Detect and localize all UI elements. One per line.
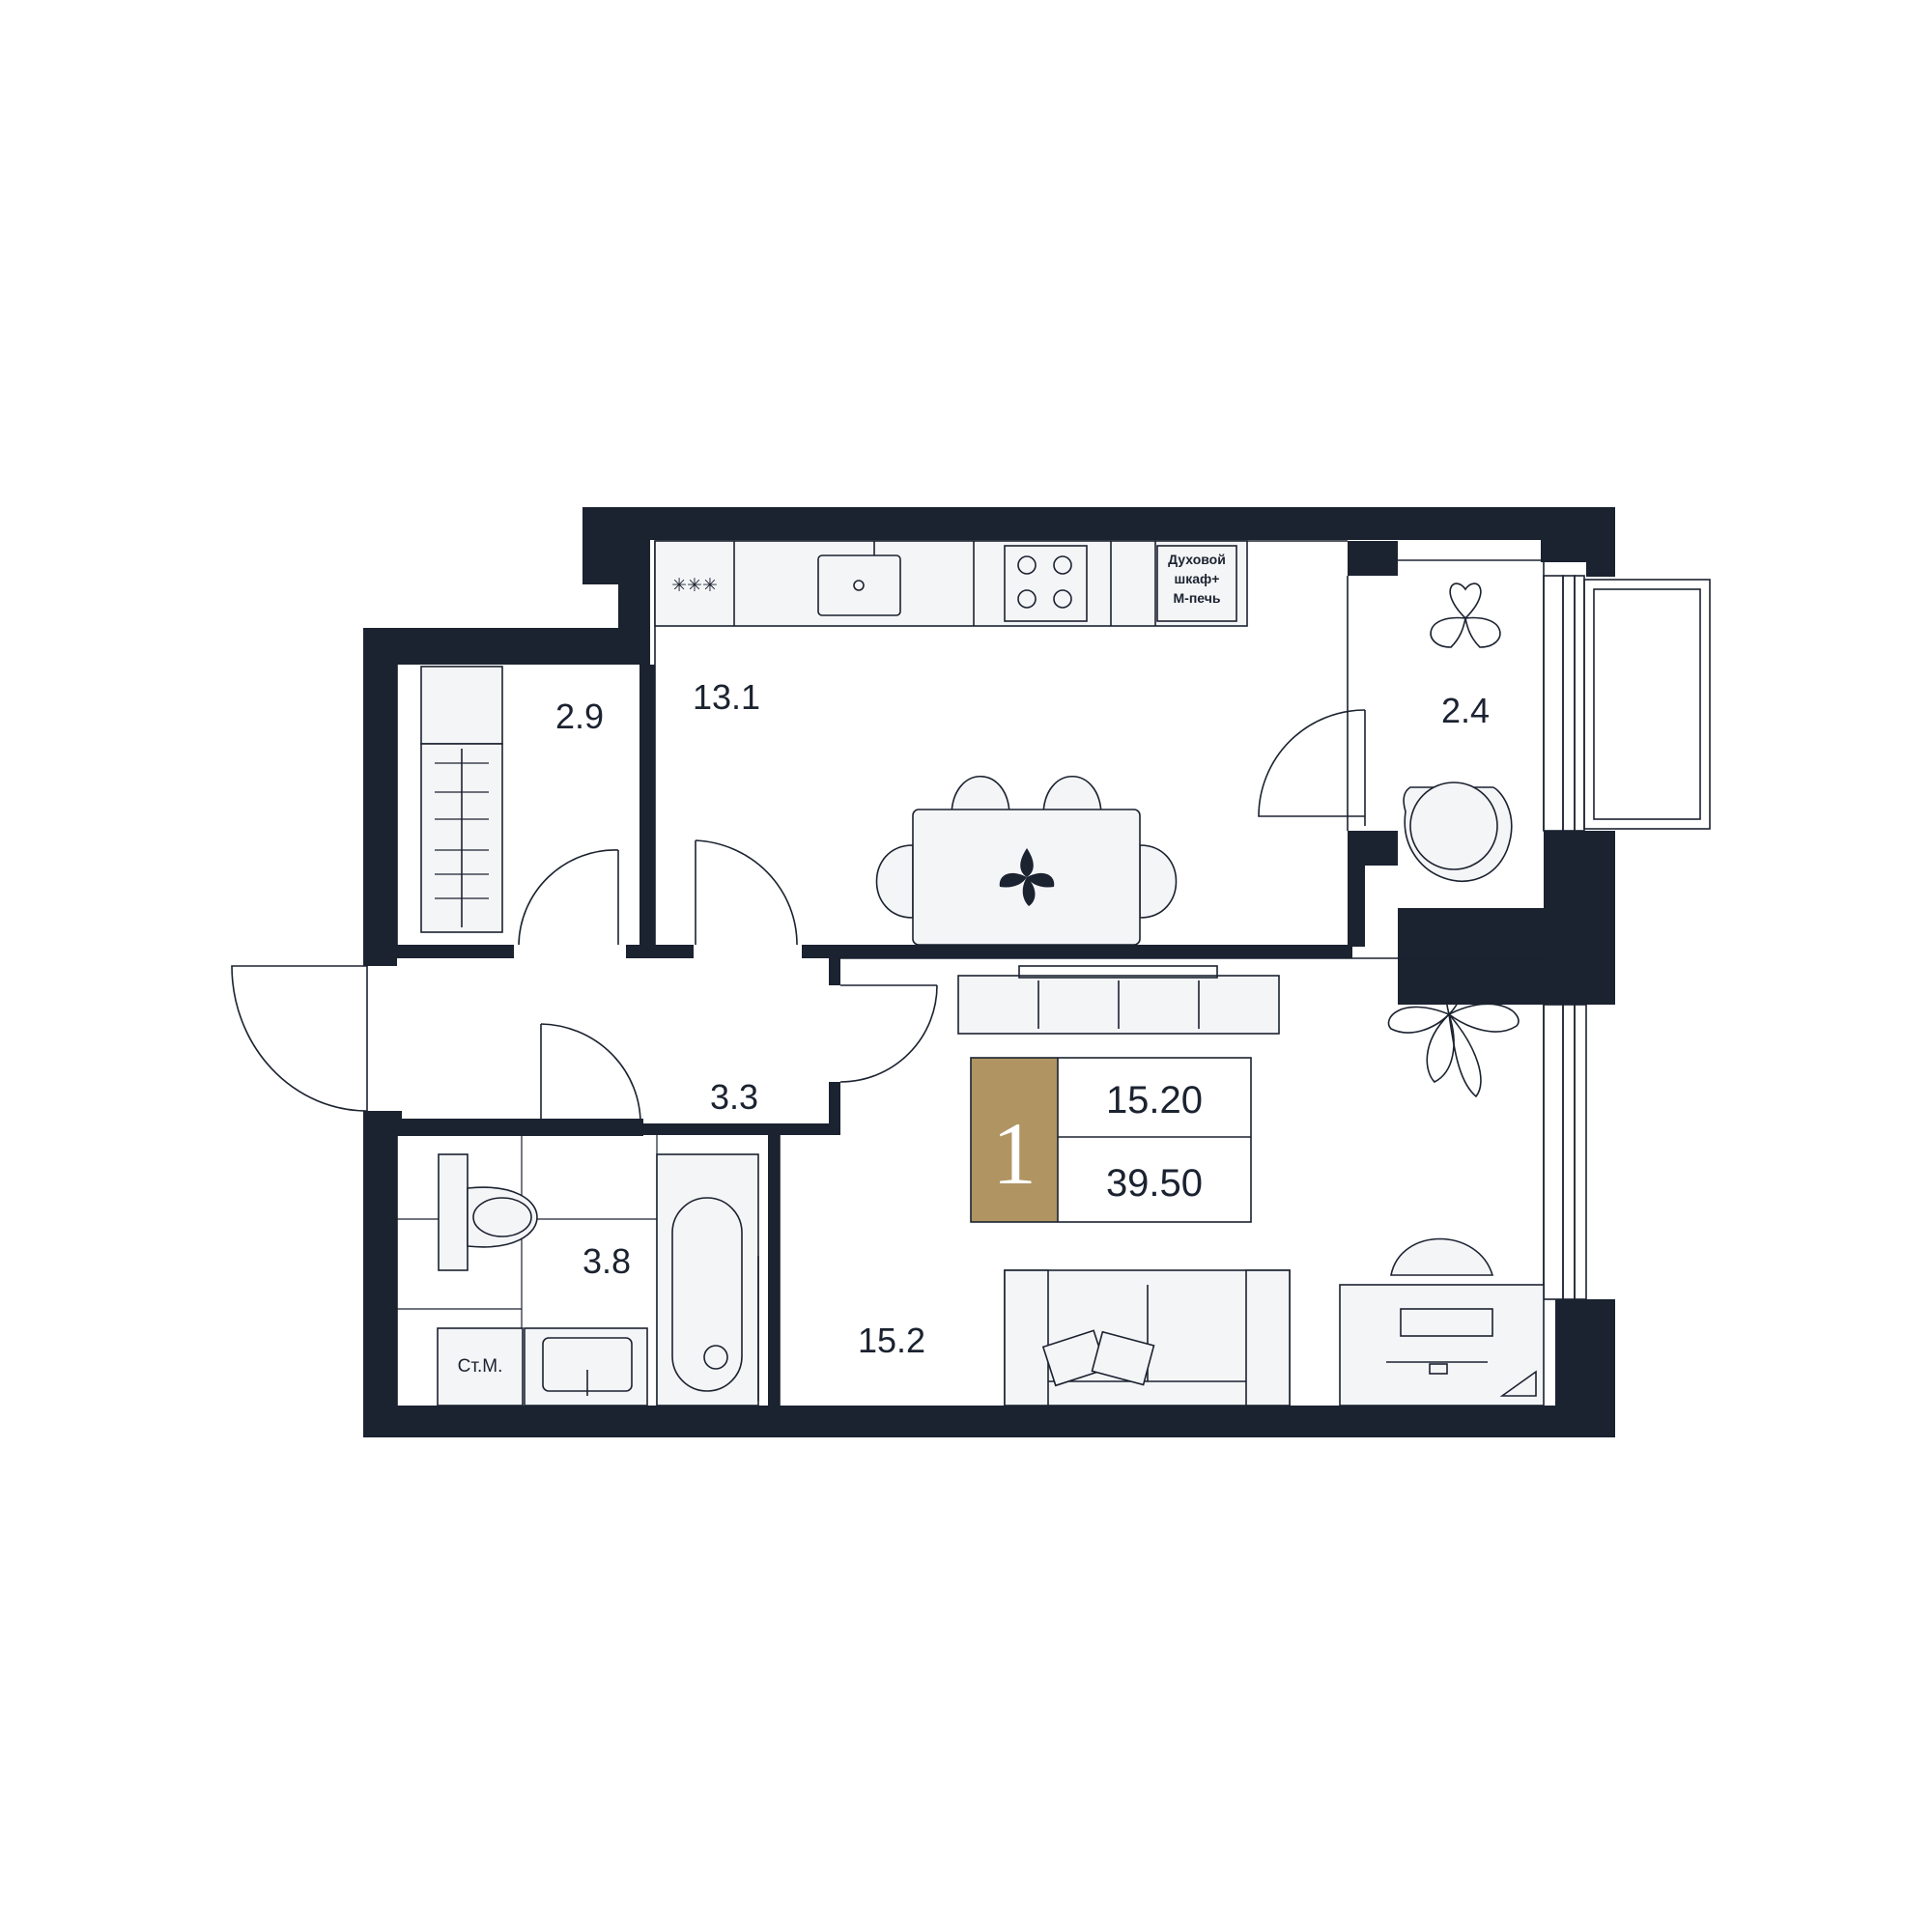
doors <box>231 709 1366 1124</box>
living-plant-icon <box>1387 960 1520 1098</box>
tv-unit <box>957 965 1280 1035</box>
exterior-walls <box>363 507 1615 1437</box>
balcony-plant-icon <box>1430 582 1501 648</box>
desk <box>1339 1237 1545 1406</box>
room-area-hallway: 3.3 <box>710 1077 758 1117</box>
room-area-kitchen: 13.1 <box>693 677 760 717</box>
wardrobe <box>420 666 503 933</box>
washing-machine-label: Ст.М. <box>458 1356 503 1377</box>
oven-label-1: Духовой <box>1168 552 1226 567</box>
rooms-count: 1 <box>992 1104 1037 1203</box>
apartment-summary <box>970 1057 1252 1223</box>
room-area-storage: 2.9 <box>555 696 604 736</box>
sofa <box>1004 1269 1291 1406</box>
toilet <box>438 1153 538 1271</box>
washing-machine <box>437 1327 524 1406</box>
plant-icon <box>999 848 1055 906</box>
kitchen-counter <box>654 540 1248 627</box>
washbasin <box>524 1327 648 1406</box>
total-area: 39.50 <box>1106 1162 1203 1205</box>
room-area-balcony: 2.4 <box>1441 691 1490 730</box>
fridge-symbol: ✳✳✳ <box>671 576 718 596</box>
oven-label-2: шкаф+ <box>1175 571 1220 586</box>
balcony-armchair <box>1403 781 1513 882</box>
windows <box>1543 575 1587 1300</box>
room-area-living: 15.2 <box>858 1321 925 1360</box>
oven-label-3: М-печь <box>1174 590 1221 606</box>
living-area: 15.20 <box>1106 1079 1203 1122</box>
interior-lines <box>396 540 1545 1406</box>
room-area-bathroom: 3.8 <box>582 1241 631 1281</box>
balcony-railing <box>1583 579 1711 830</box>
bathtub <box>656 1153 759 1406</box>
